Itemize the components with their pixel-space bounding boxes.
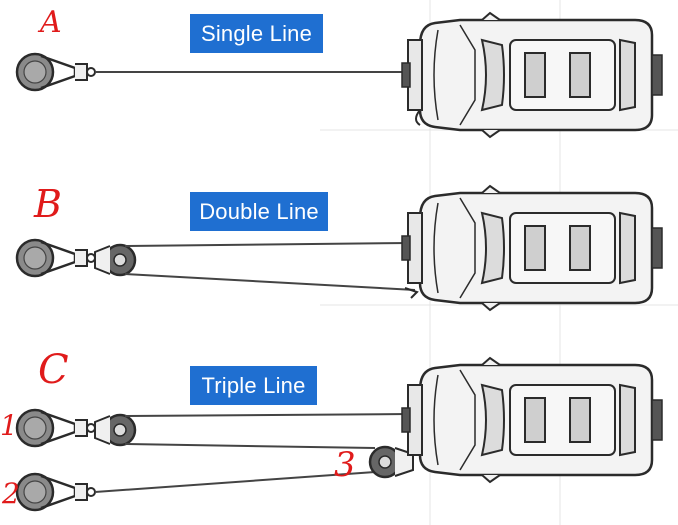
marker-1: 1 (0, 409, 18, 442)
tree-anchor-icon (15, 52, 97, 92)
tree-anchor-icon (15, 472, 97, 512)
row-single-line (15, 11, 664, 139)
snatch-block-icon (93, 413, 137, 447)
row-double-line (15, 184, 664, 312)
single-line-label: Single Line (190, 14, 323, 53)
vehicle-icon (400, 356, 664, 484)
vehicle-icon (400, 184, 664, 312)
tree-anchor-icon (15, 238, 97, 278)
row-triple-line (15, 356, 664, 512)
vehicle-icon (400, 11, 664, 139)
triple-line-label-text: Triple Line (201, 372, 306, 398)
marker-a: A (40, 5, 62, 40)
snatch-block-icon (368, 445, 414, 479)
tree-anchor-icon (15, 408, 97, 448)
winch-cable (124, 413, 411, 417)
winch-cable (124, 242, 411, 247)
marker-3: 3 (334, 445, 356, 485)
winch-cable (124, 443, 376, 449)
winch-cable (124, 273, 416, 291)
single-line-label-text: Single Line (200, 20, 313, 46)
winch-cable (94, 471, 376, 493)
snatch-block-icon (93, 243, 137, 277)
marker-c: C (38, 347, 69, 393)
double-line-label: Double Line (190, 192, 328, 231)
triple-line-label: Triple Line (190, 366, 317, 405)
marker-b: B (34, 182, 62, 226)
double-line-label-text: Double Line (199, 198, 319, 224)
marker-2: 2 (2, 477, 20, 510)
